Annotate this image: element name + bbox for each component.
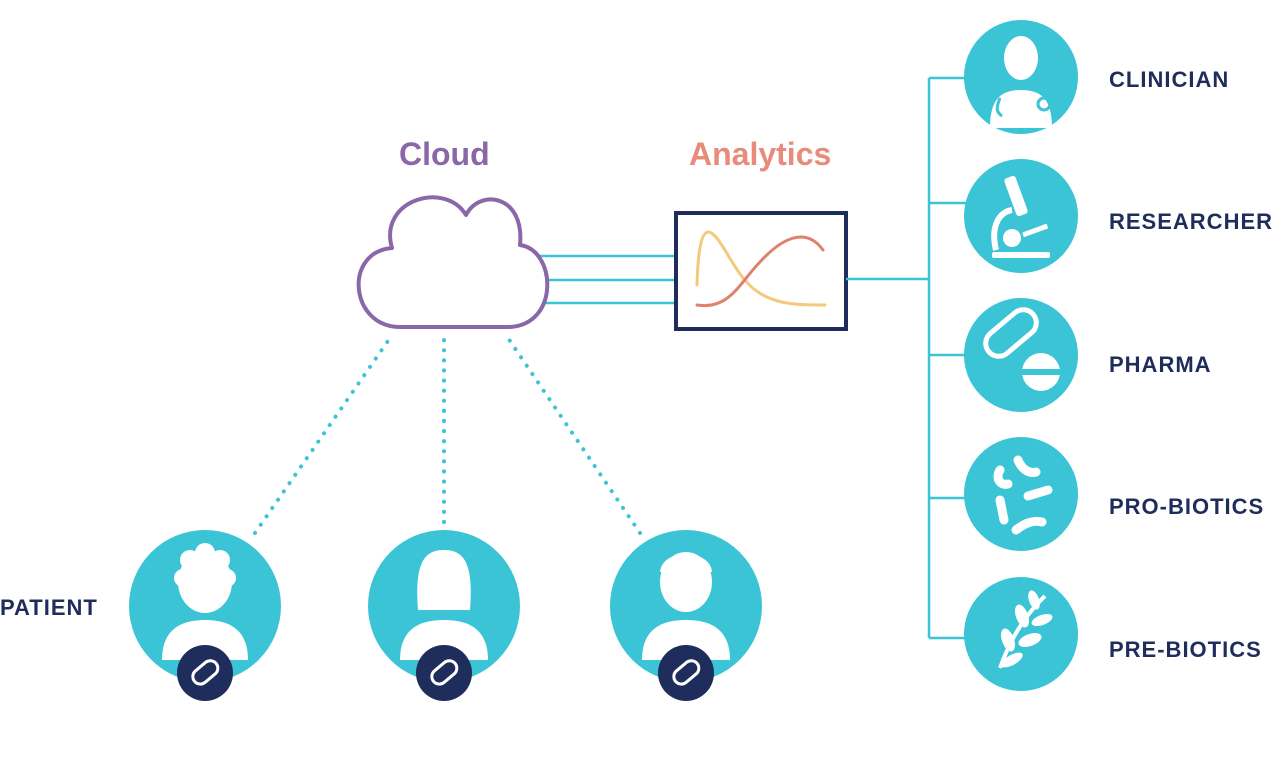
pill-icon [191, 659, 220, 686]
roles-bus [846, 76, 966, 640]
cloud-label: Cloud [399, 136, 490, 172]
analytics-curve-yellow [695, 230, 827, 307]
pill-icon [672, 659, 701, 686]
role-label-clinician: CLINICIAN [1109, 67, 1230, 92]
plant-icon [998, 590, 1053, 669]
microscope-icon [991, 175, 1050, 258]
analytics-box [674, 211, 848, 331]
person-icon [642, 552, 730, 660]
person-icon [162, 543, 248, 660]
patient-label: PATIENT [0, 595, 98, 620]
pills-icon [983, 307, 1060, 391]
link-patient-1 [253, 336, 392, 535]
role-label-researcher: RESEARCHER [1109, 209, 1274, 234]
link-patient-3 [506, 336, 642, 535]
role-probiotics [964, 437, 1078, 551]
patient-cloud-links [253, 336, 642, 535]
cloud-icon [356, 195, 550, 329]
role-researcher [964, 159, 1078, 273]
patient-3 [610, 530, 762, 701]
patient-2 [368, 530, 520, 701]
role-label-pharma: PHARMA [1109, 352, 1212, 377]
analytics-curve-red [695, 235, 825, 308]
role-label-prebiotics: PRE-BIOTICS [1109, 637, 1262, 662]
role-pharma [964, 298, 1078, 412]
cloud-analytics-links [530, 254, 676, 305]
role-label-probiotics: PRO-BIOTICS [1109, 494, 1265, 519]
pill-icon [430, 659, 459, 686]
person-icon [400, 550, 488, 660]
analytics-label: Analytics [689, 136, 832, 172]
bacteria-icon [993, 455, 1053, 535]
patient-1 [129, 530, 281, 701]
role-prebiotics [964, 577, 1078, 691]
role-clinician [964, 20, 1078, 134]
doctor-icon [990, 36, 1052, 128]
